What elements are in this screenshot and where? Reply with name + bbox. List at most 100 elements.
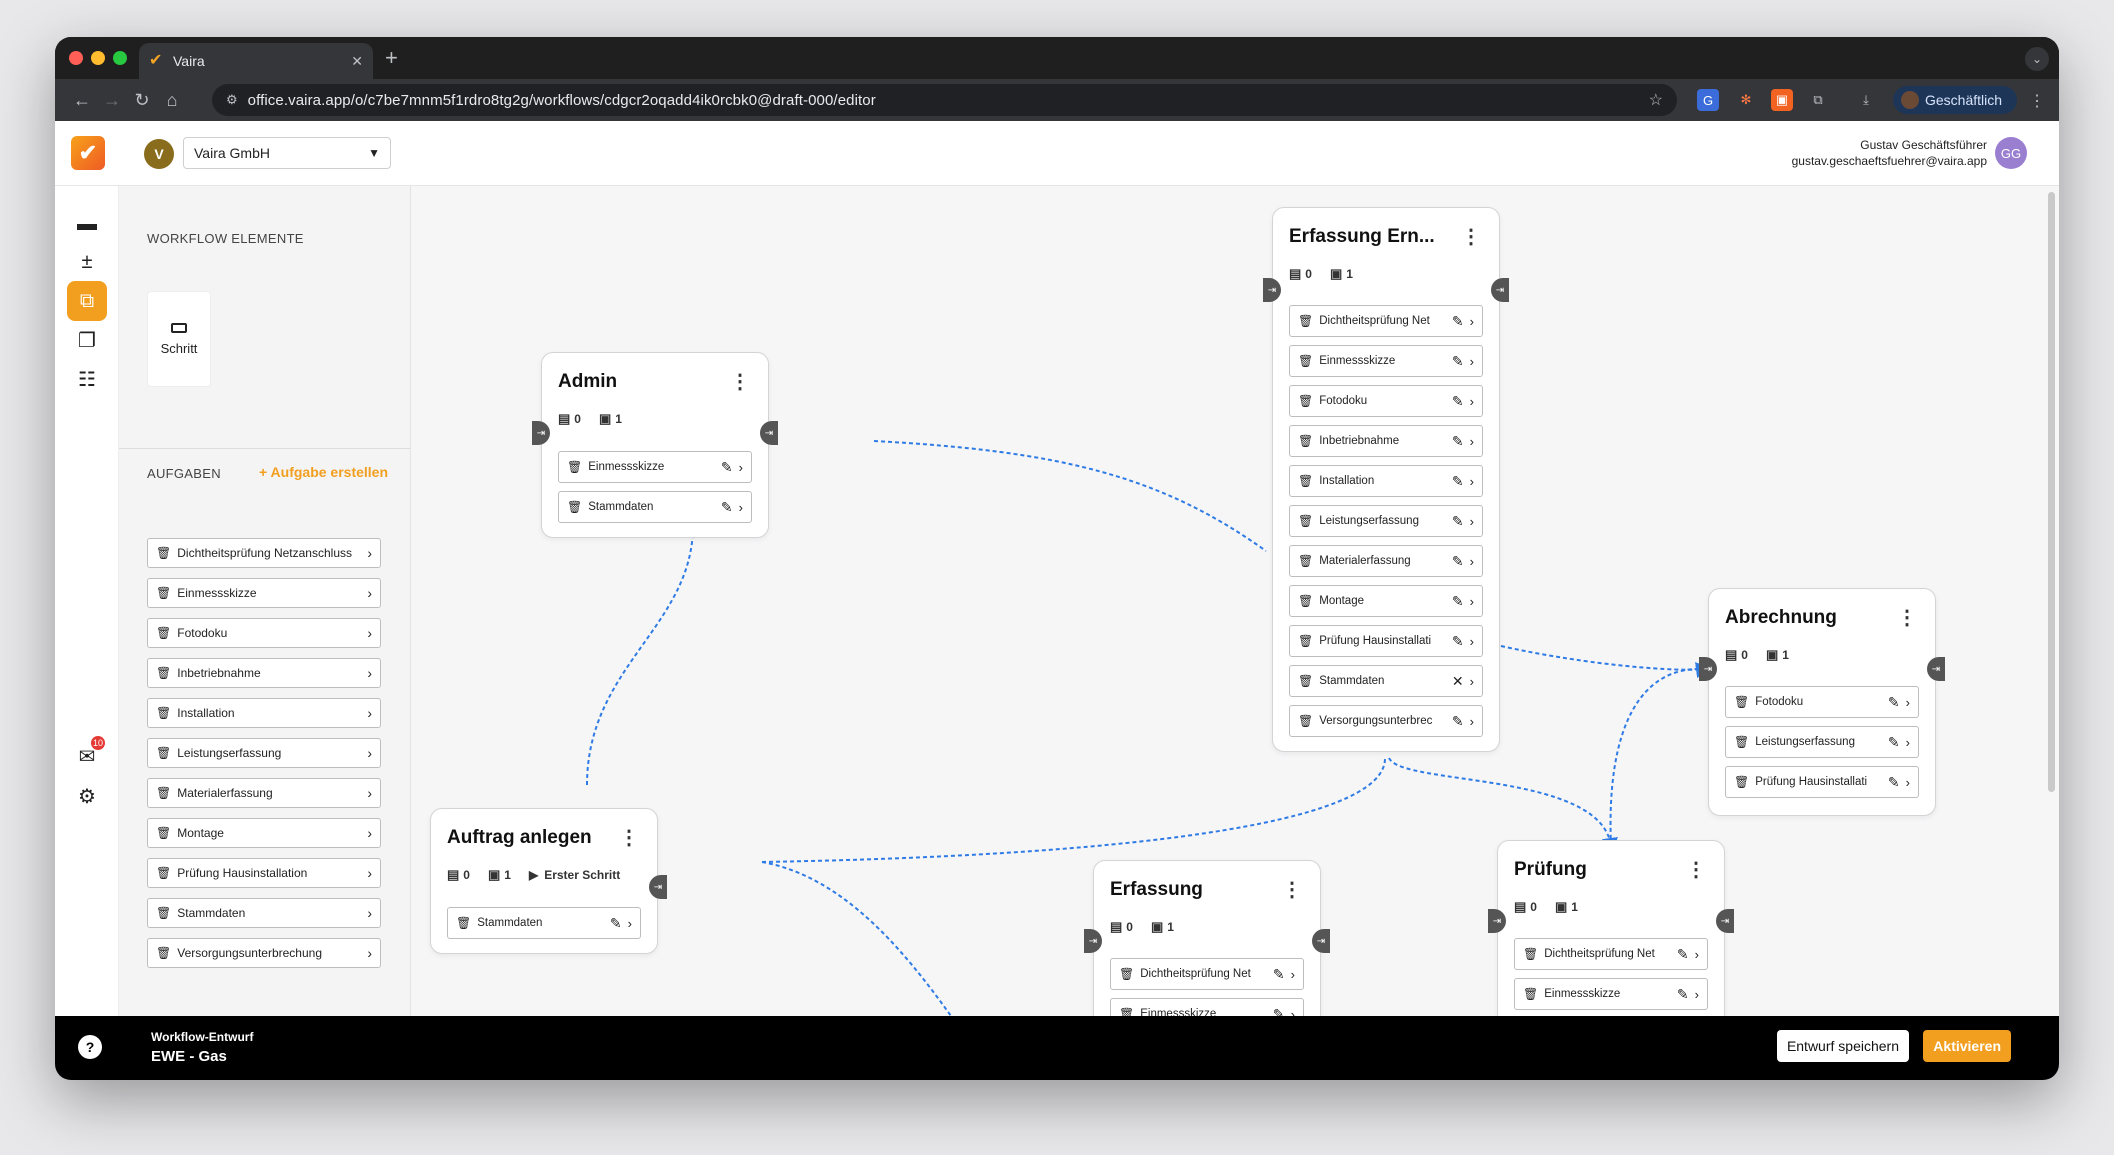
pencil-icon[interactable]: ✎ — [1676, 985, 1689, 1002]
step-task-row[interactable]: 🗑Prüfung Hausinstallati✎› — [1289, 625, 1483, 657]
step-task-row[interactable]: 🗑Einmessskizze✎› — [1110, 998, 1304, 1016]
step-card-admin[interactable]: Admin ⋮ ▤0 ▣1 ⇥ ⇥ 🗑Einmessskizze✎›🗑Stamm… — [532, 352, 778, 538]
bookmark-star-icon[interactable]: ☆ — [1648, 92, 1663, 109]
task-list-item[interactable]: 🗑Installation› — [147, 698, 381, 728]
chevron-right-icon[interactable]: › — [738, 499, 743, 515]
trash-icon[interactable]: 🗑 — [1298, 514, 1314, 528]
canvas-scrollbar[interactable] — [2048, 192, 2055, 792]
trash-icon[interactable]: 🗑 — [156, 586, 172, 600]
task-list-item[interactable]: 🗑Montage› — [147, 818, 381, 848]
chevron-right-icon[interactable]: › — [367, 865, 372, 881]
pencil-icon[interactable]: ✎ — [720, 458, 733, 475]
input-port-icon[interactable]: ⇥ — [1084, 929, 1102, 953]
chevron-right-icon[interactable]: › — [738, 459, 743, 475]
chevron-right-icon[interactable]: › — [367, 825, 372, 841]
trash-icon[interactable]: 🗑 — [1734, 735, 1750, 749]
step-card-auftrag-anlegen[interactable]: Auftrag anlegen ⋮ ▤0 ▣1 ▶Erster Schritt … — [430, 808, 667, 954]
pencil-icon[interactable]: ✎ — [1451, 472, 1464, 489]
chevron-right-icon[interactable]: › — [367, 945, 372, 961]
trash-icon[interactable]: 🗑 — [1119, 1007, 1135, 1016]
back-arrow-icon[interactable]: ← — [73, 89, 91, 110]
profile-button[interactable]: Geschäftlich — [1893, 86, 2017, 114]
chevron-right-icon[interactable]: › — [1469, 313, 1474, 329]
step-task-row[interactable]: 🗑Stammdaten✕› — [1289, 665, 1483, 697]
chevron-right-icon[interactable]: › — [1469, 593, 1474, 609]
step-task-row[interactable]: 🗑Leistungserfassung✎› — [1725, 726, 1919, 758]
address-bar[interactable]: ⚙ office.vaira.app/o/c7be7mnm5f1rdro8tg2… — [212, 84, 1677, 116]
task-list-item[interactable]: 🗑Versorgungsunterbrechung› — [147, 938, 381, 968]
step-task-row[interactable]: 🗑Dichtheitsprüfung Net✎› — [1110, 958, 1304, 990]
new-tab-button[interactable]: + — [385, 45, 398, 70]
close-tab-icon[interactable]: ✕ — [351, 52, 363, 69]
trash-icon[interactable]: 🗑 — [1298, 714, 1314, 728]
output-port-icon[interactable]: ⇥ — [1312, 929, 1330, 953]
chevron-right-icon[interactable]: › — [1290, 966, 1295, 982]
chevron-right-icon[interactable]: › — [1694, 986, 1699, 1002]
inbox-icon[interactable]: ✉ 10 — [78, 736, 105, 768]
task-list-item[interactable]: 🗑Fotodoku› — [147, 618, 381, 648]
task-list-item[interactable]: 🗑Dichtheitsprüfung Netzanschluss› — [147, 538, 381, 568]
trash-icon[interactable]: 🗑 — [1298, 354, 1314, 368]
trash-icon[interactable]: 🗑 — [156, 546, 172, 560]
trash-icon[interactable]: 🗑 — [156, 626, 172, 640]
workflow-icon[interactable]: ⧉ — [67, 281, 107, 321]
more-vert-icon[interactable]: ⋮ — [1897, 607, 1917, 629]
pencil-icon[interactable]: ✎ — [1451, 352, 1464, 369]
close-window-button[interactable] — [69, 51, 83, 65]
chevron-right-icon[interactable]: › — [1469, 553, 1474, 569]
step-tile[interactable]: Schritt — [147, 291, 211, 387]
folder-icon[interactable]: ▬ — [77, 212, 97, 235]
trash-icon[interactable]: 🗑 — [1119, 967, 1135, 981]
task-list-item[interactable]: 🗑Materialerfassung› — [147, 778, 381, 808]
output-port-icon[interactable]: ⇥ — [760, 421, 778, 445]
trash-icon[interactable]: 🗑 — [1298, 474, 1314, 488]
chevron-right-icon[interactable]: › — [367, 585, 372, 601]
chevron-right-icon[interactable]: › — [1469, 473, 1474, 489]
task-list-item[interactable]: 🗑Einmessskizze› — [147, 578, 381, 608]
trash-icon[interactable]: 🗑 — [567, 460, 583, 474]
more-vert-icon[interactable]: ⋮ — [1282, 879, 1302, 901]
step-task-row[interactable]: 🗑Materialerfassung✎› — [1289, 545, 1483, 577]
step-task-row[interactable]: 🗑Montage✎› — [1289, 585, 1483, 617]
help-icon[interactable]: ? — [78, 1035, 102, 1059]
trash-icon[interactable]: 🗑 — [1734, 775, 1750, 789]
extension-icon[interactable]: G — [1697, 89, 1719, 111]
task-list-item[interactable]: 🗑Leistungserfassung› — [147, 738, 381, 768]
more-vert-icon[interactable]: ⋮ — [1686, 859, 1706, 881]
minimize-window-button[interactable] — [91, 51, 105, 65]
pencil-icon[interactable]: ✎ — [1887, 693, 1900, 710]
pencil-icon[interactable]: ✎ — [1451, 392, 1464, 409]
output-port-icon[interactable]: ⇥ — [1927, 657, 1945, 681]
step-task-row[interactable]: 🗑Fotodoku✎› — [1289, 385, 1483, 417]
step-card-erfassung[interactable]: Erfassung ⋮ ▤0 ▣1 ⇥ ⇥ 🗑Dichtheitsprüfung… — [1084, 860, 1330, 1016]
pencil-icon[interactable]: ✎ — [1451, 552, 1464, 569]
tab-search-chevron-icon[interactable]: ⌄ — [2025, 47, 2049, 71]
browser-tab[interactable]: ✔ Vaira ✕ — [139, 43, 373, 79]
chevron-right-icon[interactable]: › — [1469, 513, 1474, 529]
vaira-logo-icon[interactable]: ✔ — [71, 136, 105, 170]
pencil-icon[interactable]: ✎ — [1451, 512, 1464, 529]
pencil-icon[interactable]: ✎ — [1887, 733, 1900, 750]
chevron-right-icon[interactable]: › — [1469, 393, 1474, 409]
user-info[interactable]: Gustav Geschäftsführer gustav.geschaefts… — [1792, 137, 1987, 169]
user-avatar[interactable]: GG — [1995, 137, 2027, 169]
chevron-right-icon[interactable]: › — [1905, 694, 1910, 710]
step-task-row[interactable]: 🗑Einmessskizze✎› — [1514, 978, 1708, 1010]
contacts-icon[interactable]: ☷ — [78, 368, 96, 391]
step-task-row[interactable]: 🗑Versorgungsunterbrec✎› — [1289, 705, 1483, 737]
step-task-row[interactable]: 🗑Stammdaten✎› — [558, 491, 752, 523]
trash-icon[interactable]: 🗑 — [1734, 695, 1750, 709]
pencil-icon[interactable]: ✎ — [609, 914, 622, 931]
chevron-right-icon[interactable]: › — [1905, 774, 1910, 790]
input-port-icon[interactable]: ⇥ — [532, 421, 550, 445]
pencil-icon[interactable]: ✎ — [1451, 432, 1464, 449]
step-card-abrechnung[interactable]: Abrechnung ⋮ ▤0 ▣1 ⇥ ⇥ 🗑Fotodoku✎›🗑Leist… — [1699, 588, 1945, 816]
chevron-right-icon[interactable]: › — [1290, 1006, 1295, 1017]
chevron-right-icon[interactable]: › — [1469, 713, 1474, 729]
chevron-right-icon[interactable]: › — [1469, 353, 1474, 369]
step-task-row[interactable]: 🗑Dichtheitsprüfung Net✎› — [1514, 938, 1708, 970]
chevron-right-icon[interactable]: › — [367, 625, 372, 641]
chevron-right-icon[interactable]: › — [1469, 633, 1474, 649]
trash-icon[interactable]: 🗑 — [156, 706, 172, 720]
pencil-icon[interactable]: ✎ — [1451, 632, 1464, 649]
